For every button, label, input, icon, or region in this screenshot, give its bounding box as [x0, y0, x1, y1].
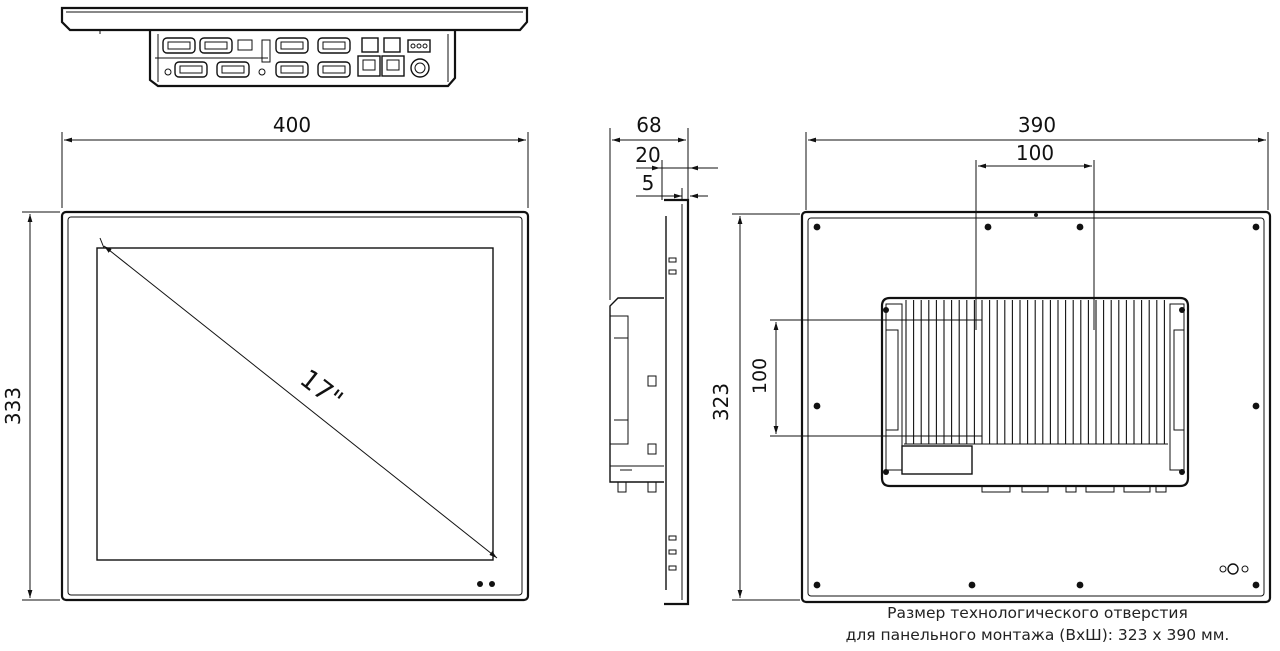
- rear-width-label: 390: [1018, 113, 1056, 137]
- usb-port: [361, 37, 401, 53]
- dc-in-terminal: [407, 39, 431, 53]
- front-view: [22, 132, 530, 602]
- rear-height-label: 323: [709, 383, 733, 421]
- com-port: [216, 61, 250, 78]
- lan-port: [357, 55, 381, 77]
- power-jack: [410, 58, 430, 78]
- cutout-caption: Размер технологического отверстия для па…: [800, 602, 1275, 646]
- vesa-height-label: 100: [749, 358, 771, 394]
- diagonal-size-label: 17": [294, 364, 348, 415]
- front-width-label: 400: [273, 113, 311, 137]
- side-view: [609, 128, 718, 606]
- side-bezel-label: 20: [635, 143, 660, 167]
- com-port: [199, 37, 233, 54]
- vesa-width-label: 100: [1016, 141, 1054, 165]
- heatsink-fins: [905, 300, 1165, 444]
- com-port: [275, 37, 309, 54]
- caption-line-2: для панельного монтажа (ВхШ): 323 x 390 …: [845, 626, 1230, 644]
- status-led: [477, 581, 483, 587]
- status-led: [489, 581, 495, 587]
- com-port: [275, 61, 309, 78]
- side-front-label: 5: [642, 171, 655, 195]
- com-port: [162, 37, 196, 54]
- rear-connectors: [981, 485, 1167, 493]
- ground-symbol: [1219, 563, 1249, 575]
- lan-port: [381, 55, 405, 77]
- rear-view: [732, 132, 1272, 604]
- top-view: [60, 6, 529, 88]
- mounting-hole: [813, 223, 1260, 589]
- front-height-label: 333: [1, 387, 25, 425]
- caption-line-1: Размер технологического отверстия: [887, 604, 1188, 622]
- com-port: [317, 61, 351, 78]
- side-depth-label: 68: [636, 113, 661, 137]
- com-port: [317, 37, 351, 54]
- com-port: [174, 61, 208, 78]
